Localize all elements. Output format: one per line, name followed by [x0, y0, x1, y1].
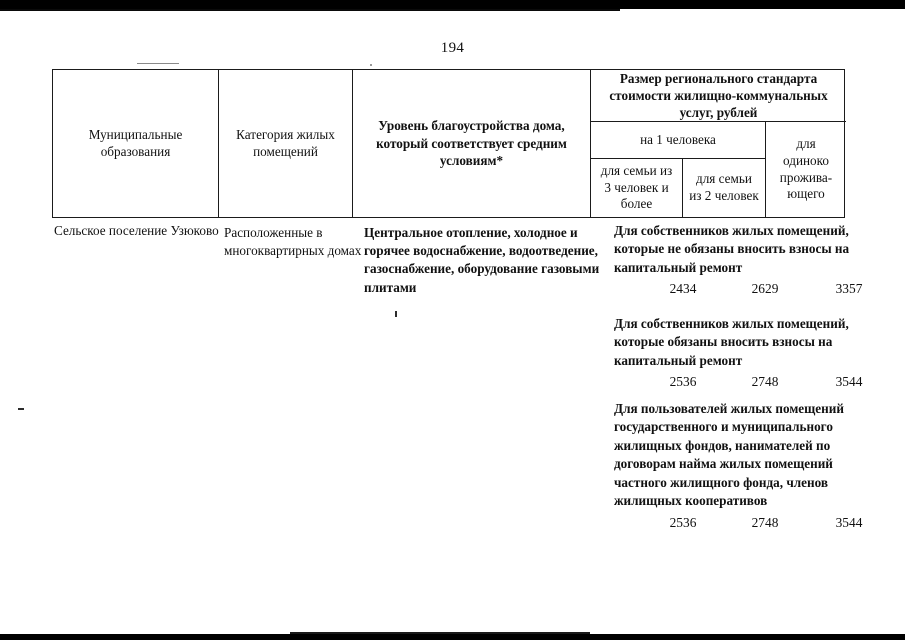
scan-speck [137, 63, 179, 64]
header-label-level: Уровень благоустройства дома, который со… [376, 117, 567, 169]
rate-block-owners-with-capital-fee: Для собственников жилых помещений, котор… [614, 315, 876, 394]
header-label-living-alone: для одиноко прожива-ющего [779, 135, 833, 202]
page-number: 194 [440, 40, 465, 56]
value-family-2: 2629 [751, 281, 779, 297]
header-cell-level: Уровень благоустройства дома, который со… [353, 70, 591, 217]
value-family-2: 2748 [751, 374, 779, 390]
scan-speck [18, 408, 24, 410]
table-header: Муниципальные образования Категория жилы… [52, 69, 846, 218]
header-label-municipalities: Муниципальные образования [88, 126, 183, 159]
standards-table: Муниципальные образования Категория жилы… [52, 69, 846, 218]
header-label-family-3-plus: для семьи из 3 человек и более [600, 162, 673, 212]
rate-block-values: 2536 2748 3544 [614, 373, 876, 394]
rate-block-label: Для собственников жилых помещений, котор… [614, 223, 850, 275]
header-cell-family-2: для семьи из 2 человек [683, 159, 766, 217]
scan-edge-top [0, 0, 905, 11]
header-label-family-2: для семьи из 2 человек [689, 171, 759, 203]
cell-level: Центральное отопление, холодное и горяче… [364, 224, 604, 297]
scan-edge-bottom [0, 632, 905, 640]
header-label-category: Категория жилых помещений [236, 126, 335, 159]
table-body: Сельское поселение Узюково Расположенные… [52, 222, 862, 622]
rate-block-label: Для собственников жилых помещений, котор… [614, 316, 849, 368]
value-family-3-plus: 2434 [669, 281, 697, 297]
value-living-alone: 3357 [835, 281, 863, 297]
value-family-3-plus: 2536 [669, 374, 697, 390]
header-label-per-person: на 1 человека [640, 131, 716, 147]
cell-category: Расположенные в многоквартирных домах [224, 224, 364, 260]
rate-block-values: 2434 2629 3357 [614, 280, 876, 301]
header-cell-family-3-plus: для семьи из 3 человек и более [591, 159, 683, 217]
header-cell-per-person: на 1 человека [591, 122, 766, 159]
cell-level-text: Центральное отопление, холодное и горяче… [364, 225, 600, 295]
value-family-3-plus: 2536 [669, 514, 697, 530]
rate-block-values: 2536 2748 3544 [614, 514, 876, 535]
rate-block-owners-no-capital-fee: Для собственников жилых помещений, котор… [614, 222, 876, 301]
header-cell-category: Категория жилых помещений [219, 70, 353, 217]
rate-block-tenants: Для пользователей жилых помещений госуда… [614, 400, 876, 535]
header-cell-living-alone: для одиноко прожива-ющего [766, 122, 846, 217]
header-cell-size-title: Размер регионального стандарта стоимости… [591, 70, 846, 122]
value-family-2: 2748 [751, 514, 779, 530]
table-row: Сельское поселение Узюково [54, 222, 226, 240]
header-label-size-title: Размер регионального стандарта стоимости… [609, 70, 828, 121]
rate-block-label: Для пользователей жилых помещений госуда… [614, 401, 844, 509]
header-cell-municipalities: Муниципальные образования [53, 70, 219, 217]
cell-category-text: Расположенные в многоквартирных домах [224, 225, 362, 259]
value-living-alone: 3544 [835, 514, 863, 530]
scan-speck [370, 64, 372, 66]
scan-speck [395, 311, 397, 317]
cell-municipality: Сельское поселение Узюково [54, 223, 219, 238]
value-living-alone: 3544 [835, 374, 863, 390]
